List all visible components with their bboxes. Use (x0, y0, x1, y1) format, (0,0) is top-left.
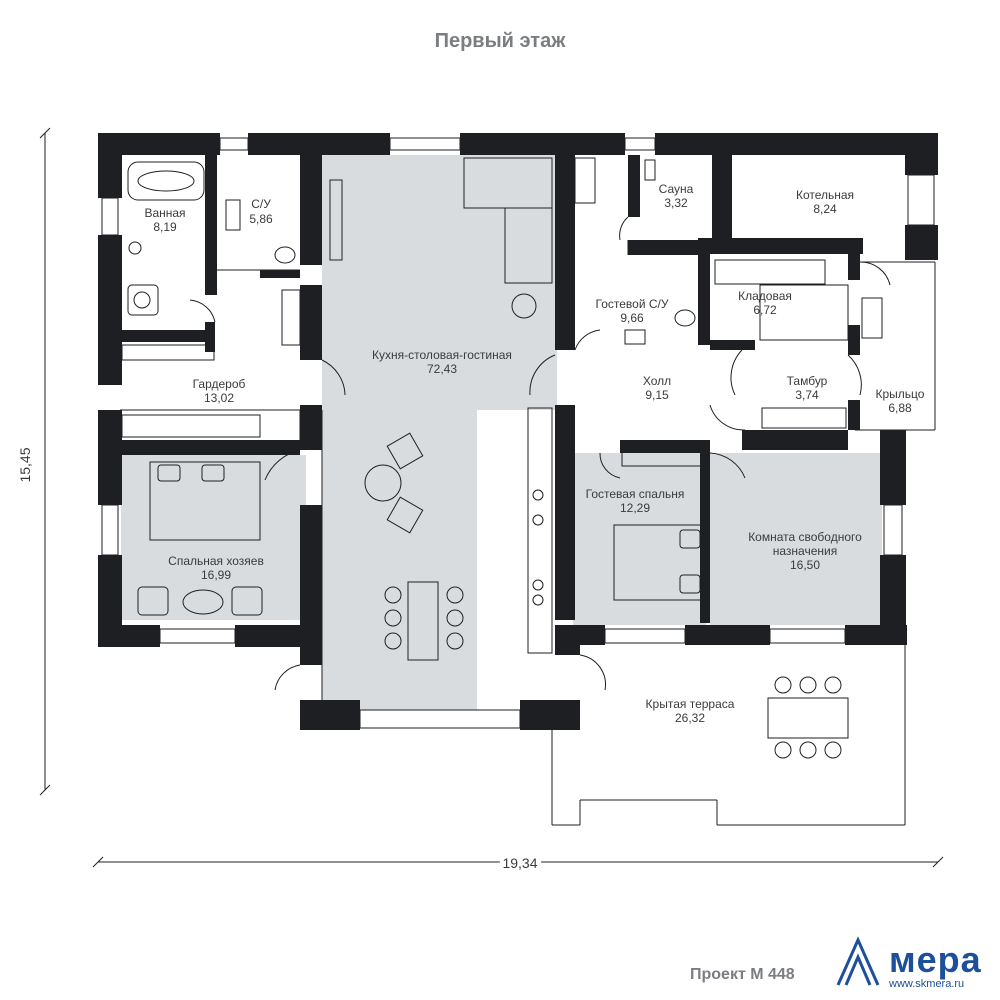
width-dimension-label: 19,34 (502, 855, 537, 871)
room-hall-name: Холл (643, 374, 671, 388)
room-guest-bed-name: Гостевая спальня (586, 487, 685, 501)
doors (189, 216, 891, 691)
room-bath-name: Ванная (144, 206, 185, 220)
room-sauna-area: 3,32 (664, 196, 688, 210)
room-boiler-area: 8,24 (813, 202, 837, 216)
room-master-area: 16,99 (201, 568, 231, 582)
free-room-zone (710, 453, 882, 625)
kitchen-zone-lower (322, 410, 477, 710)
height-dimension-label: 15,45 (17, 447, 33, 482)
room-free-name-line2: назначения (773, 544, 837, 558)
room-porch-name: Крыльцо (876, 387, 925, 401)
room-boiler-name: Котельная (796, 188, 854, 202)
room-vestibule-area: 3,74 (795, 388, 819, 402)
room-bath-area: 8,19 (153, 220, 177, 234)
room-vestibule-name: Тамбур (787, 374, 828, 388)
room-guest-wc-area: 9,66 (620, 311, 644, 325)
room-wc-area: 5,86 (249, 212, 273, 226)
brand-logo-icon (836, 936, 880, 986)
room-master-name: Спальная хозяев (168, 554, 264, 568)
room-kitchen-name: Кухня-столовая-гостиная (372, 348, 512, 362)
room-guest-wc-name: Гостевой С/У (596, 297, 669, 311)
room-terrace-name: Крытая терраса (646, 697, 735, 711)
room-free-area: 16,50 (790, 558, 820, 572)
brand-website: www.skmera.ru (889, 978, 965, 990)
room-hall-area: 9,15 (645, 388, 669, 402)
room-wc-name: С/У (251, 197, 271, 211)
brand-name: мера (889, 939, 982, 980)
master-zone (121, 455, 306, 620)
project-label: Проект М 448 (690, 966, 795, 983)
page-title: Первый этаж (434, 30, 566, 52)
room-porch-area: 6,88 (888, 401, 912, 415)
windows (101, 137, 935, 729)
guest-bed-zone (573, 453, 706, 625)
room-wardrobe-name: Гардероб (193, 377, 246, 391)
room-wardrobe-area: 13,02 (204, 391, 234, 405)
room-terrace-area: 26,32 (675, 711, 705, 725)
furniture (121, 157, 883, 759)
bathtub (127, 161, 205, 201)
room-sauna-name: Сауна (659, 182, 694, 196)
room-storage-area: 6,72 (753, 303, 777, 317)
room-labels: Ванная 8,19 С/У 5,86 Кухня-столовая-гост… (144, 182, 924, 725)
room-storage-name: Кладовая (738, 289, 792, 303)
room-free-name-line1: Комната свободного (748, 530, 862, 544)
dimension-lines (39, 127, 944, 868)
walls (98, 133, 938, 730)
room-guest-bed-area: 12,29 (620, 501, 650, 515)
shaded-zones (121, 155, 882, 710)
room-kitchen-area: 72,43 (427, 362, 457, 376)
